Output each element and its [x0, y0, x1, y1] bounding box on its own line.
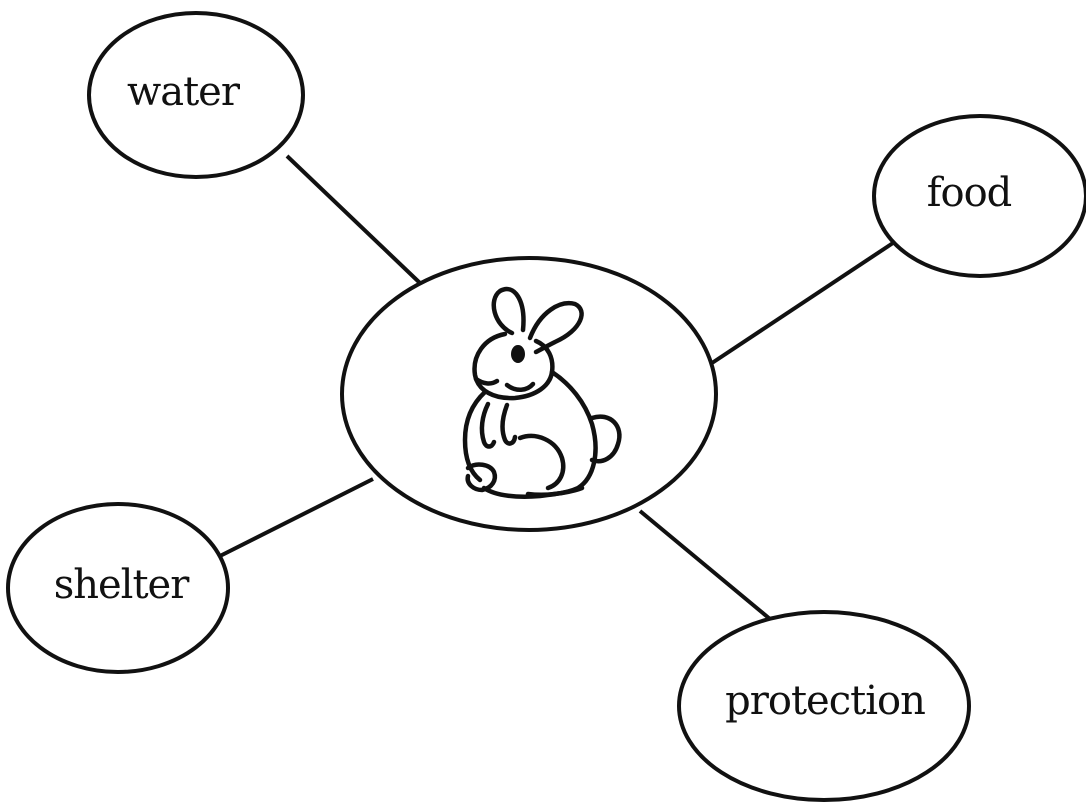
node-center: [340, 256, 718, 532]
rabbit-icon: [462, 286, 622, 499]
node-water: water: [87, 11, 305, 179]
node-water-label: water: [127, 69, 241, 115]
connector-food: [710, 237, 901, 365]
connector-protection: [638, 509, 772, 621]
node-shelter-label: shelter: [54, 562, 191, 608]
node-protection-label: protection: [725, 678, 925, 724]
node-food: food: [872, 114, 1086, 278]
connector-shelter: [217, 477, 374, 559]
node-food-label: food: [927, 170, 1012, 216]
node-shelter: shelter: [6, 502, 230, 674]
connector-water: [285, 154, 423, 286]
node-protection: protection: [677, 610, 971, 802]
